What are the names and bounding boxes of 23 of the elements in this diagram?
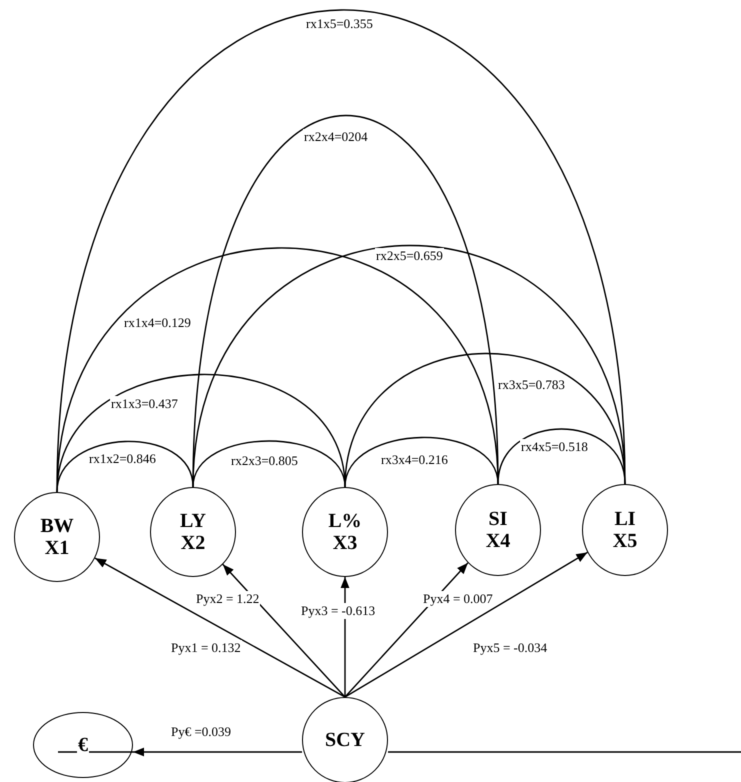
edge-label: Pyx3 = -0.613	[300, 603, 376, 619]
edge-label: Pyx5 = -0.034	[472, 640, 548, 656]
arrow	[340, 577, 350, 697]
variable-circle	[14, 492, 100, 582]
edge-label: Pyx2 = 1.22	[195, 591, 260, 607]
variable-circle	[455, 484, 541, 576]
variable-circle	[302, 487, 388, 577]
arrow	[344, 562, 468, 698]
arrow	[94, 557, 346, 698]
variable-circle	[302, 697, 388, 782]
correlation-arc	[497, 428, 626, 484]
arrow	[344, 552, 588, 698]
arrow	[222, 564, 346, 698]
arrow	[132, 748, 302, 756]
edge-label: Pyx4 = 0.007	[422, 591, 494, 607]
edge-label: Py€ =0.039	[170, 724, 232, 740]
variable-circle	[582, 484, 668, 576]
variable-circle	[33, 712, 133, 778]
correlation-arc	[344, 436, 499, 488]
edge-label: Pyx1 = 0.132	[170, 640, 242, 656]
variable-circle	[150, 487, 236, 577]
correlation-arc	[56, 440, 194, 492]
correlation-arc	[192, 440, 346, 488]
